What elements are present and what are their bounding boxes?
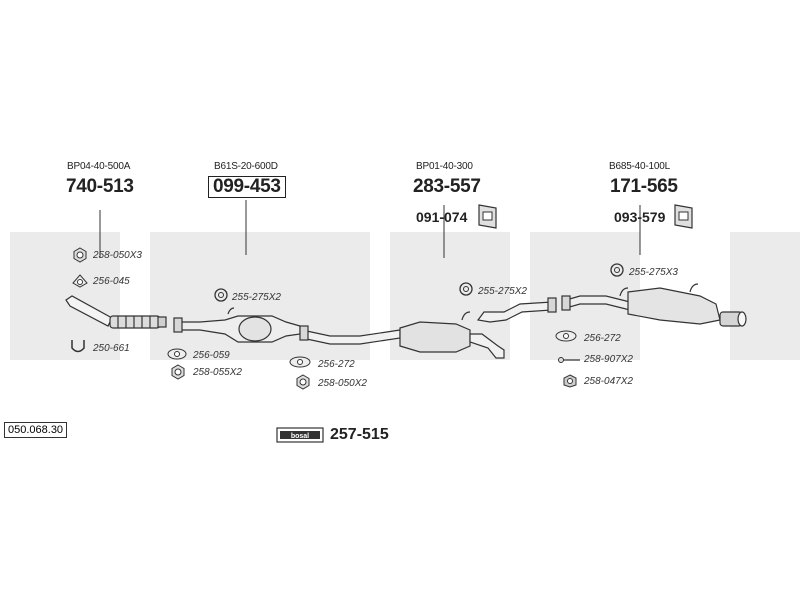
gasket-icon — [167, 348, 187, 360]
u-clamp-icon — [71, 340, 85, 353]
clamp-ring-icon — [214, 288, 228, 302]
front-pipe — [65, 295, 167, 329]
part-label[interactable]: 258-907X2 — [584, 354, 633, 365]
watermark-block — [10, 232, 120, 360]
part-label[interactable]: 255-275X3 — [629, 267, 678, 278]
part-label[interactable]: 256-045 — [93, 276, 130, 287]
gasket-icon — [555, 330, 577, 342]
pipe-hangers — [227, 283, 699, 321]
middle-silencer — [299, 297, 557, 359]
rubber-mount-icon — [478, 204, 497, 229]
bolt-icon — [558, 357, 580, 363]
part-label[interactable]: 255-275X2 — [478, 286, 527, 297]
nut-icon — [296, 374, 310, 390]
flange-nut-icon — [563, 374, 577, 388]
part-label[interactable]: 256-272 — [318, 359, 355, 370]
clamp-ring-icon — [610, 263, 624, 277]
part-label[interactable]: 258-050X3 — [93, 250, 142, 261]
svg-text:bosal: bosal — [291, 433, 309, 440]
group-3-mount-number[interactable]: 091-074 — [416, 209, 468, 225]
nut-icon — [73, 247, 87, 263]
group-3-code: BP01-40-300 — [416, 161, 473, 172]
kit-number[interactable]: 257-515 — [330, 426, 389, 443]
group-3-number[interactable]: 283-557 — [413, 176, 481, 197]
gasket-icon — [72, 274, 88, 288]
group-4-mount-number[interactable]: 093-579 — [614, 209, 666, 225]
gasket-icon — [289, 356, 311, 368]
watermark-block — [730, 232, 800, 360]
part-label[interactable]: 255-275X2 — [232, 292, 281, 303]
clamp-ring-icon — [459, 282, 473, 296]
part-label[interactable]: 250-661 — [93, 343, 130, 354]
group-4-number[interactable]: 171-565 — [610, 176, 678, 197]
part-label[interactable]: 258-055X2 — [193, 367, 242, 378]
rear-silencer — [561, 287, 747, 327]
bosal-logo-icon: bosal — [276, 427, 324, 443]
group-2-number[interactable]: 099-453 — [208, 176, 286, 198]
nut-icon — [171, 364, 185, 380]
part-label[interactable]: 256-059 — [193, 350, 230, 361]
part-label[interactable]: 258-050X2 — [318, 378, 367, 389]
part-label[interactable]: 258-047X2 — [584, 376, 633, 387]
diagram-reference: 050.068.30 — [4, 422, 68, 438]
part-label[interactable]: 256-272 — [584, 333, 621, 344]
group-1-number[interactable]: 740-513 — [66, 176, 134, 197]
group-4-code: B685-40-100L — [609, 161, 670, 172]
rubber-mount-icon — [674, 204, 693, 229]
catalytic-converter — [173, 315, 301, 343]
group-2-code: B61S-20-600D — [214, 161, 278, 172]
group-1-code: BP04-40-500A — [67, 161, 131, 172]
